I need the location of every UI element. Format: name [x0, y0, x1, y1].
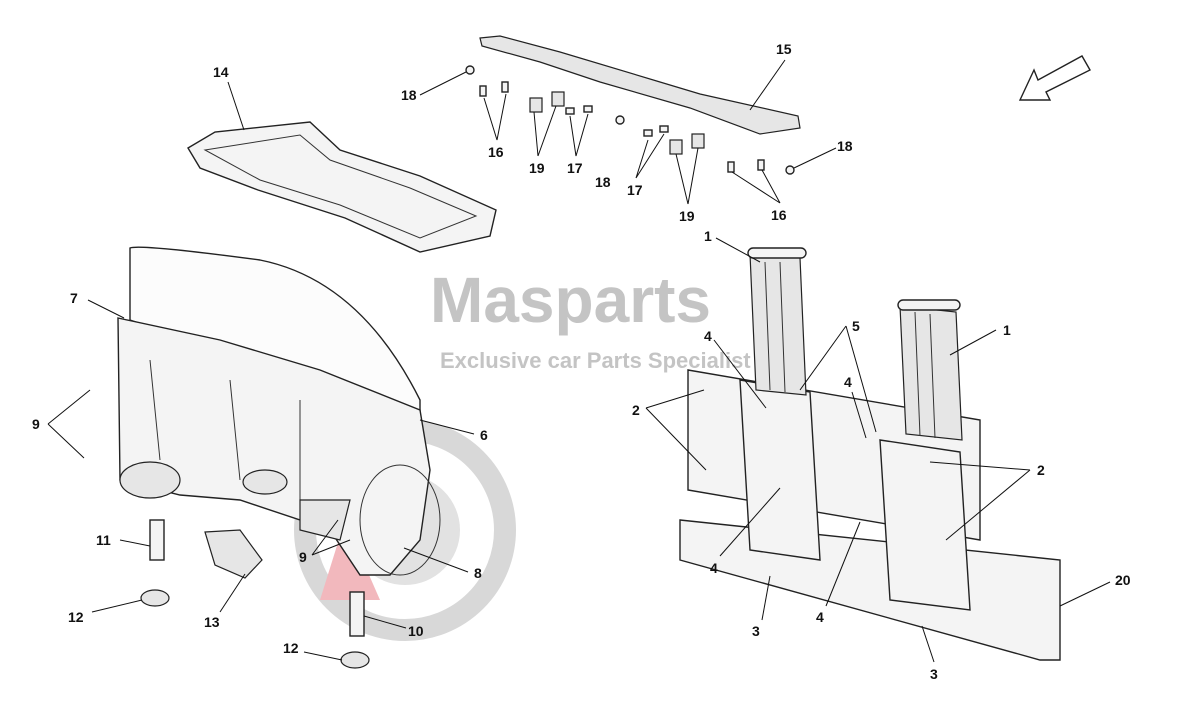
part-10-tube	[349, 591, 365, 637]
callout-9: 9	[32, 416, 40, 432]
callout-6: 6	[480, 427, 488, 443]
watermark-brand: Masparts	[430, 264, 711, 336]
callout-labels: 14 18 16 19 17 18 17 19 15 18 16 1 1 7 5…	[32, 41, 1131, 682]
callout-4: 4	[844, 374, 852, 390]
watermark-tagline: Exclusive car Parts Specialist	[440, 348, 751, 373]
part-15-trim-bar	[479, 35, 801, 135]
callout-20: 20	[1115, 572, 1131, 588]
callout-4: 4	[816, 609, 824, 625]
callout-18: 18	[401, 87, 417, 103]
callout-17: 17	[567, 160, 583, 176]
part-11-tube	[149, 519, 165, 561]
callout-9: 9	[299, 549, 307, 565]
leader-lines	[47, 59, 1111, 663]
callout-1: 1	[1003, 322, 1011, 338]
callout-17: 17	[627, 182, 643, 198]
callout-16: 16	[771, 207, 787, 223]
callout-1: 1	[704, 228, 712, 244]
callout-5: 5	[852, 318, 860, 334]
part-12-grommet-right	[340, 651, 370, 669]
part-14-frame	[187, 121, 497, 253]
callout-15: 15	[776, 41, 792, 57]
callout-2: 2	[1037, 462, 1045, 478]
right-mechanism	[679, 247, 1061, 661]
arrow-down-left-icon	[1018, 55, 1091, 101]
callout-4: 4	[704, 328, 712, 344]
left-panel-assembly	[117, 246, 441, 576]
callout-19: 19	[529, 160, 545, 176]
callout-16: 16	[488, 144, 504, 160]
callout-7: 7	[70, 290, 78, 306]
callout-10: 10	[408, 623, 424, 639]
callout-3: 3	[752, 623, 760, 639]
part-12-grommet-left	[140, 589, 170, 607]
callout-3: 3	[930, 666, 938, 682]
callout-8: 8	[474, 565, 482, 581]
callout-2: 2	[632, 402, 640, 418]
callout-13: 13	[204, 614, 220, 630]
callout-18: 18	[837, 138, 853, 154]
callout-14: 14	[213, 64, 229, 80]
callout-12: 12	[283, 640, 299, 656]
part-13-motor	[204, 529, 263, 579]
callout-19: 19	[679, 208, 695, 224]
callout-11: 11	[96, 532, 111, 548]
callout-18: 18	[595, 174, 611, 190]
callout-12: 12	[68, 609, 84, 625]
callout-4: 4	[710, 560, 718, 576]
